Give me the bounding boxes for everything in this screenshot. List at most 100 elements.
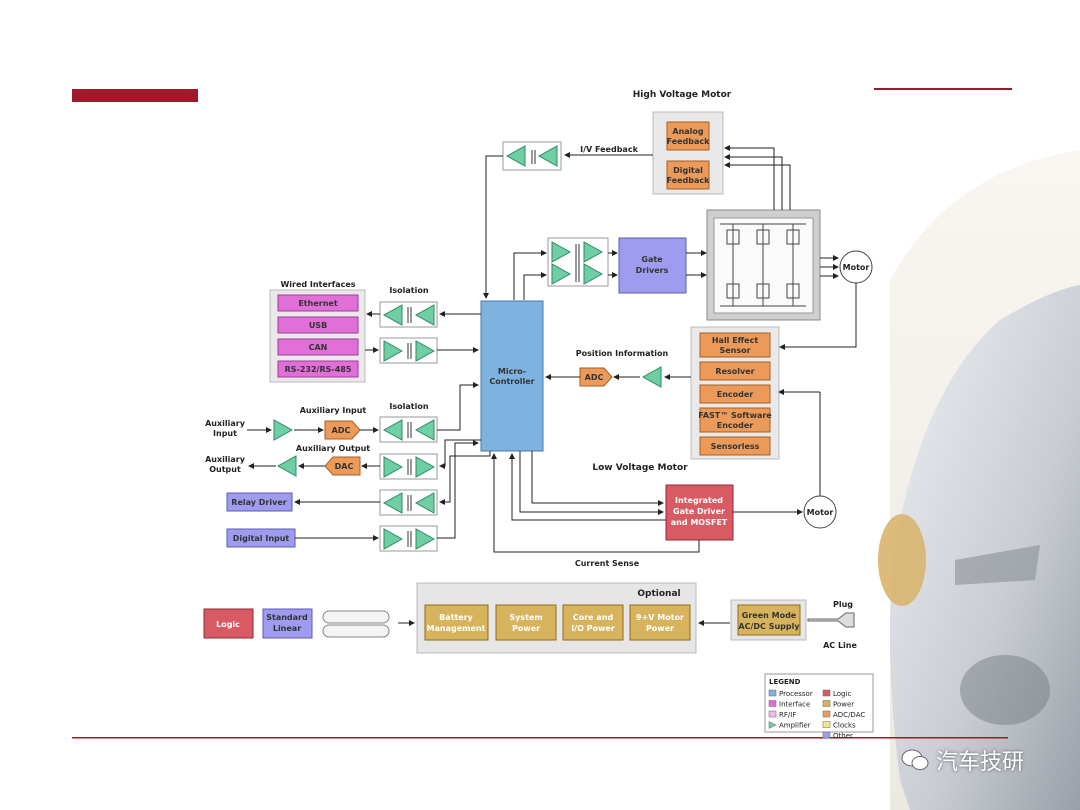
can-block: CAN bbox=[277, 338, 359, 356]
legend-label: Clocks bbox=[833, 722, 856, 730]
svg-text:USB: USB bbox=[309, 321, 327, 330]
inverter-bridge bbox=[706, 209, 821, 321]
svg-text:ADC: ADC bbox=[332, 426, 351, 435]
sensorless-block: Sensorless bbox=[699, 436, 771, 456]
legend-item: Interface bbox=[768, 700, 810, 709]
auxiliary-output-title: Auxiliary Output bbox=[296, 444, 370, 453]
legend-item: Power bbox=[822, 700, 854, 709]
auxiliary-input-title: Auxiliary Input bbox=[300, 406, 367, 415]
microcontroller-block: Micro-Controller bbox=[480, 300, 544, 452]
optional-label: Optional bbox=[637, 589, 680, 599]
svg-text:Relay Driver: Relay Driver bbox=[231, 498, 286, 507]
legend-swatch bbox=[768, 700, 777, 707]
legend-item: Other bbox=[822, 731, 853, 740]
svg-text:Sensorless: Sensorless bbox=[711, 442, 760, 451]
usb-block: USB bbox=[277, 316, 359, 334]
svg-text:Logic: Logic bbox=[216, 620, 240, 629]
legend-swatch bbox=[768, 710, 777, 718]
legend: LEGEND ProcessorInterfaceRF/IFAmplifierL… bbox=[764, 673, 874, 740]
svg-text:CAN: CAN bbox=[309, 343, 328, 352]
ethernet-block: Ethernet bbox=[277, 294, 359, 312]
legend-label: ADC/DAC bbox=[833, 711, 865, 719]
legend-label: Logic bbox=[833, 690, 851, 698]
svg-text:Resolver: Resolver bbox=[715, 367, 754, 376]
legend-label: Power bbox=[833, 701, 854, 709]
legend-label: Other bbox=[833, 732, 853, 740]
legend-swatch bbox=[822, 710, 831, 718]
battery-icon bbox=[322, 610, 390, 638]
encoder-block: Encoder bbox=[699, 384, 771, 404]
legend-label: Interface bbox=[779, 701, 810, 709]
legend-label: Processor bbox=[779, 690, 813, 698]
ac-line-label: AC Line bbox=[823, 641, 857, 650]
wechat-icon bbox=[901, 749, 929, 770]
svg-text:RS-232/RS-485: RS-232/RS-485 bbox=[285, 365, 352, 374]
svg-text:Digital Input: Digital Input bbox=[233, 534, 290, 543]
svg-text:Motor: Motor bbox=[807, 508, 834, 517]
wechat-watermark: 汽车技研 bbox=[900, 744, 1024, 776]
resolver-block: Resolver bbox=[699, 361, 771, 381]
legend-label: Amplifier bbox=[779, 722, 811, 730]
position-adc-block: ADC bbox=[579, 367, 613, 387]
legend-swatch bbox=[822, 731, 831, 739]
watermark-text: 汽车技研 bbox=[936, 750, 1025, 775]
relay-driver-block: Relay Driver bbox=[226, 492, 293, 512]
svg-text:LEGEND: LEGEND bbox=[769, 678, 801, 686]
header-accent-line bbox=[874, 88, 1012, 90]
isolation-label-bottom: Isolation bbox=[389, 402, 428, 411]
svg-text:Encoder: Encoder bbox=[717, 390, 754, 399]
logic-legend-block: Logic bbox=[203, 608, 254, 639]
isolation-label-top: Isolation bbox=[389, 286, 428, 295]
legend-item: Logic bbox=[822, 689, 851, 698]
legend-item: ADC/DAC bbox=[822, 710, 865, 719]
svg-text:Micro-Controller: Micro-Controller bbox=[489, 367, 534, 386]
high-voltage-motor-label: High Voltage Motor bbox=[633, 90, 732, 100]
legend-item: Amplifier bbox=[768, 721, 811, 730]
legend-swatch bbox=[822, 689, 831, 697]
svg-text:Motor: Motor bbox=[843, 263, 870, 272]
auxiliary-adc-block: ADC bbox=[324, 420, 361, 440]
plug-icon bbox=[807, 612, 855, 628]
legend-swatch bbox=[822, 721, 831, 728]
iv-feedback-label: I/V Feedback bbox=[580, 145, 638, 154]
rs232-block: RS-232/RS-485 bbox=[277, 360, 359, 378]
svg-text:DAC: DAC bbox=[335, 462, 354, 471]
auxiliary-dac-block: DAC bbox=[324, 456, 361, 476]
plug-label: Plug bbox=[833, 600, 853, 609]
svg-text:Ethernet: Ethernet bbox=[298, 299, 337, 308]
legend-swatch bbox=[768, 721, 777, 729]
header-accent-bar bbox=[72, 89, 198, 102]
legend-swatch bbox=[822, 700, 831, 707]
svg-text:ADC: ADC bbox=[585, 373, 604, 382]
wired-interfaces-label: Wired Interfaces bbox=[280, 280, 355, 289]
position-information-label: Position Information bbox=[576, 349, 669, 358]
legend-item: Clocks bbox=[822, 721, 856, 730]
low-voltage-motor-label: Low Voltage Motor bbox=[592, 463, 688, 473]
